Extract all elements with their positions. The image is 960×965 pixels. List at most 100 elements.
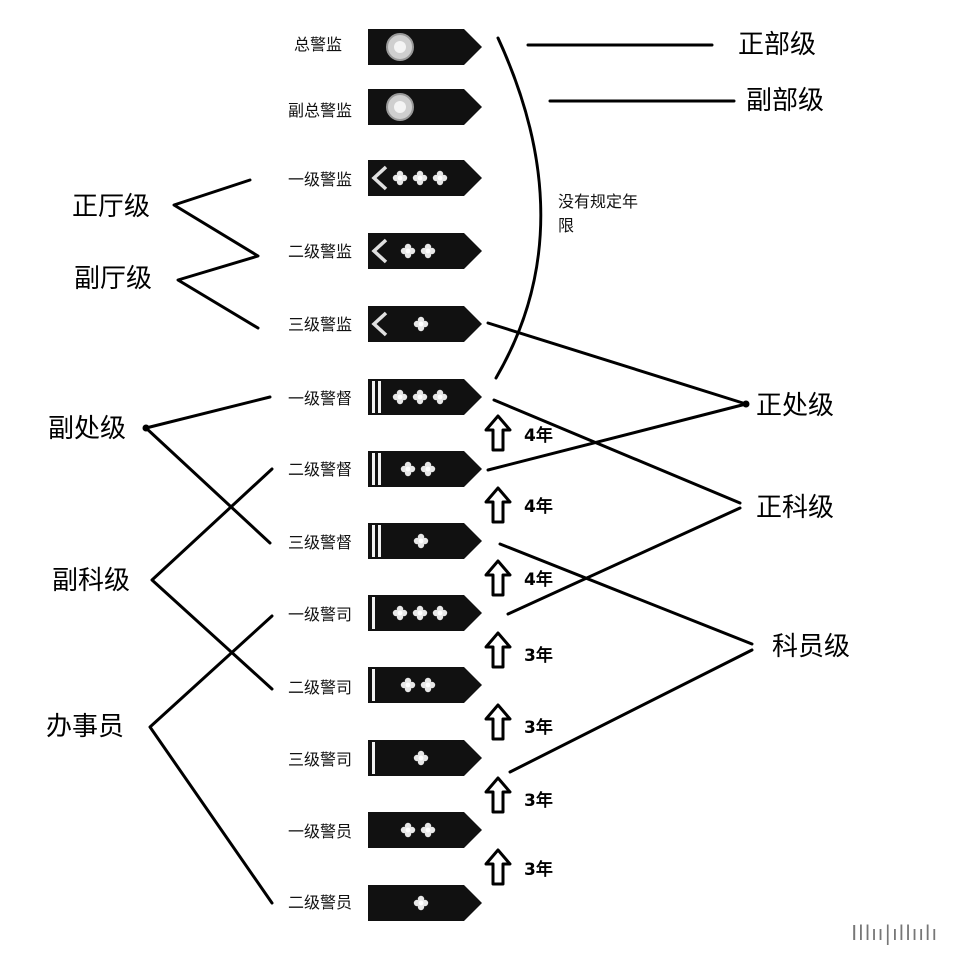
star-icon	[412, 389, 428, 405]
years-3: 4年	[524, 570, 553, 590]
up-arrow-icon	[484, 559, 512, 597]
bar-stripe	[378, 525, 381, 557]
shoulder-board-3	[368, 160, 482, 196]
shoulder-board-12	[368, 812, 482, 848]
bar-stripe	[372, 742, 375, 774]
years-6: 3年	[524, 791, 553, 811]
board-shape	[368, 29, 482, 65]
star-icon	[420, 243, 436, 259]
rank-label-1: 总警监	[293, 35, 342, 54]
rank-label-2: 副总警监	[287, 101, 352, 120]
level-zhengchu: 正处级	[756, 391, 835, 421]
rank-label-5: 三级警监	[287, 315, 352, 334]
lines-fuke	[150, 467, 274, 691]
level-fuchu: 副处级	[48, 414, 127, 444]
years-4: 3年	[524, 646, 553, 666]
chevron-icon	[371, 311, 388, 337]
emblem-center	[394, 101, 406, 113]
line-keyuan-a	[498, 542, 754, 646]
star-icon	[400, 677, 416, 693]
shoulder-board-1	[368, 29, 482, 65]
up-arrow-icon	[484, 631, 512, 669]
rank-label-3: 一级警监	[287, 170, 352, 189]
rank-label-9: 一级警司	[287, 605, 352, 624]
up-arrow-icon	[484, 848, 512, 886]
shoulder-board-10	[368, 667, 482, 703]
star-icon	[420, 461, 436, 477]
star-icon	[412, 605, 428, 621]
level-keyuan: 科员级	[772, 632, 851, 662]
years-7: 3年	[524, 860, 553, 880]
shoulder-board-13	[368, 885, 482, 921]
up-arrow-icon	[484, 703, 512, 741]
emblem-center	[394, 41, 406, 53]
years-5: 3年	[524, 718, 553, 738]
line-zhengchu-a	[486, 321, 748, 406]
rank-label-4: 二级警监	[287, 242, 352, 261]
rank-label-8: 三级警督	[287, 533, 352, 552]
shoulder-board-8	[368, 523, 482, 559]
shoulder-board-11	[368, 740, 482, 776]
dot-zhengchu	[742, 400, 750, 408]
board-shape	[368, 89, 482, 125]
promotion-arrows	[484, 414, 512, 886]
star-icon	[392, 605, 408, 621]
star-icon	[392, 389, 408, 405]
level-zhengbu: 正部级	[738, 30, 817, 60]
shoulder-board-2	[368, 89, 482, 125]
line-keyuan-b	[508, 648, 754, 774]
line-zhengke-a	[492, 398, 742, 505]
star-icon	[412, 170, 428, 186]
dot-fuchu	[142, 424, 150, 432]
lines-banshiyuan	[148, 614, 274, 905]
star-icon	[432, 170, 448, 186]
shoulder-boards	[368, 29, 482, 921]
up-arrow-icon	[484, 776, 512, 814]
bar-stripe	[372, 525, 375, 557]
star-icon	[413, 895, 429, 911]
bar-stripe	[378, 453, 381, 485]
shoulder-board-6	[368, 379, 482, 415]
bar-stripe	[372, 453, 375, 485]
bar-stripe	[378, 381, 381, 413]
level-zhengting: 正厅级	[72, 192, 151, 222]
star-icon	[413, 533, 429, 549]
rank-label-13: 二级警员	[287, 893, 352, 912]
bar-stripe	[372, 597, 375, 629]
bar-stripe	[372, 669, 375, 701]
chevron-icon	[371, 165, 388, 191]
level-fuke: 副科级	[52, 566, 131, 596]
years-1: 4年	[524, 426, 553, 446]
bar-stripe	[372, 381, 375, 413]
chevron-icon	[371, 238, 388, 264]
rank-label-12: 一级警员	[287, 822, 352, 841]
shoulder-board-9	[368, 595, 482, 631]
note-no-limit: 没有规定年限	[558, 192, 639, 235]
star-icon	[432, 605, 448, 621]
level-banshiyuan: 办事员	[46, 712, 125, 742]
star-icon	[400, 243, 416, 259]
star-icon	[413, 750, 429, 766]
rank-label-6: 一级警督	[287, 389, 352, 408]
star-icon	[420, 677, 436, 693]
shoulder-board-4	[368, 233, 482, 269]
curve-no-limit	[494, 36, 543, 380]
watermark: Illıı|ıllıılı	[851, 921, 938, 945]
up-arrow-icon	[484, 414, 512, 452]
level-futing: 副厅级	[74, 264, 153, 294]
shoulder-board-5	[368, 306, 482, 342]
star-icon	[400, 822, 416, 838]
line-zhengke-b	[506, 506, 742, 616]
star-icon	[400, 461, 416, 477]
shoulder-board-7	[368, 451, 482, 487]
rank-label-11: 三级警司	[287, 750, 352, 769]
level-zhengke: 正科级	[756, 493, 835, 523]
rank-label-7: 二级警督	[287, 460, 352, 479]
line-zhengchu-b	[486, 402, 748, 472]
level-fubu: 副部级	[746, 86, 825, 116]
star-icon	[420, 822, 436, 838]
star-icon	[392, 170, 408, 186]
zigzag-ting	[172, 178, 260, 330]
